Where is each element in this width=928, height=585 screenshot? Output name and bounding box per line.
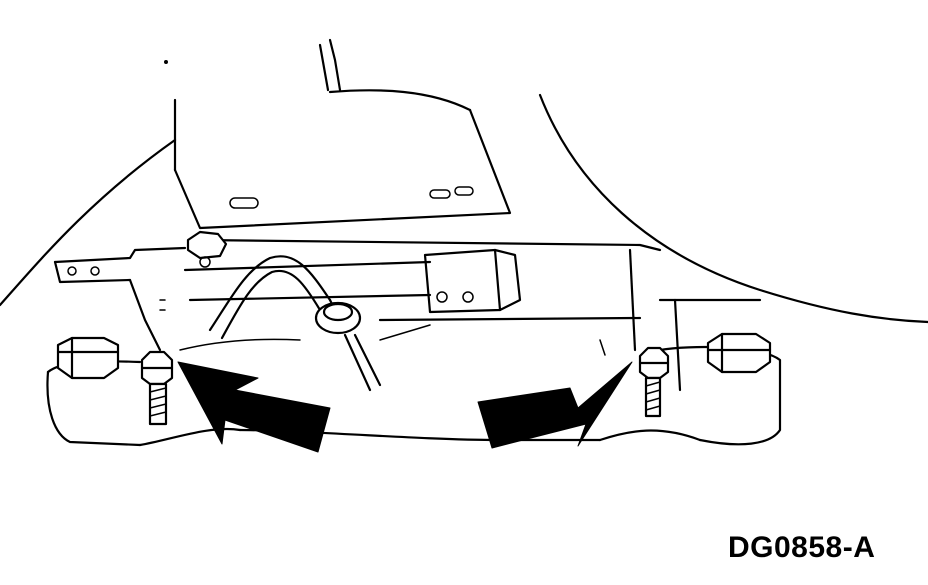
frame-nut <box>186 230 228 268</box>
left-engine-mount <box>46 336 242 447</box>
figure-id-label: DG0858-A <box>728 531 876 564</box>
left-pointer-arrow <box>177 361 331 453</box>
stray-mark <box>164 60 168 64</box>
right-pointer-arrow <box>477 361 633 449</box>
line-tube <box>208 38 342 340</box>
transmission-housing-outline <box>0 93 928 324</box>
left-mount-stud <box>140 350 174 426</box>
upper-bracket-plate <box>173 89 512 230</box>
tube-fitting <box>314 301 382 392</box>
right-mount-stud <box>638 346 670 418</box>
right-engine-mount <box>598 298 782 446</box>
crossmember-frame <box>53 238 662 356</box>
center-bracket <box>423 248 522 314</box>
